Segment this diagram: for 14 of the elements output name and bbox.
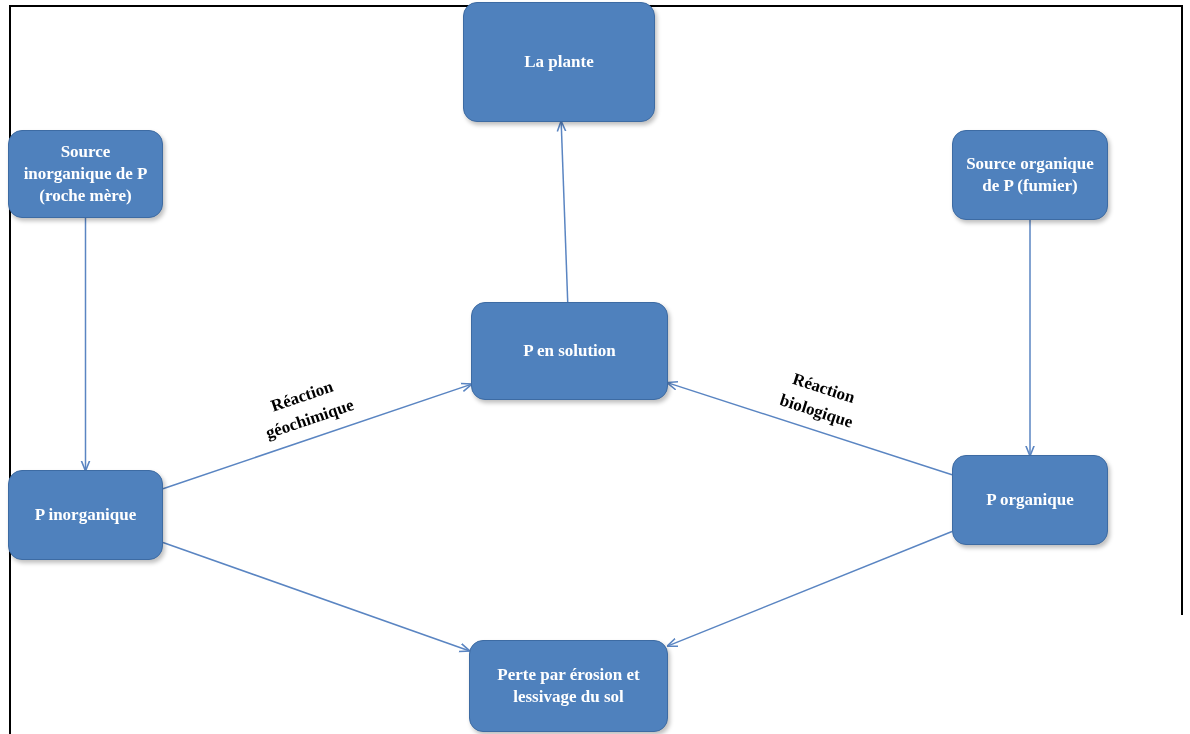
arrow xyxy=(556,120,569,303)
process-box: P inorganique xyxy=(8,470,163,560)
process-box: P en solution xyxy=(471,302,668,400)
process-box: Source organique de P (fumier) xyxy=(952,130,1108,220)
arrow xyxy=(666,381,953,476)
process-box: Source inorganique de P (roche mère) xyxy=(8,130,163,218)
arrow xyxy=(80,217,91,472)
arrow xyxy=(162,541,471,653)
arrow xyxy=(666,530,953,648)
process-box: Perte par érosion et lessivage du sol xyxy=(469,640,668,732)
arrow xyxy=(1025,219,1035,457)
process-box: P organique xyxy=(952,455,1108,545)
arrow xyxy=(162,382,473,490)
process-box: La plante xyxy=(463,2,655,122)
